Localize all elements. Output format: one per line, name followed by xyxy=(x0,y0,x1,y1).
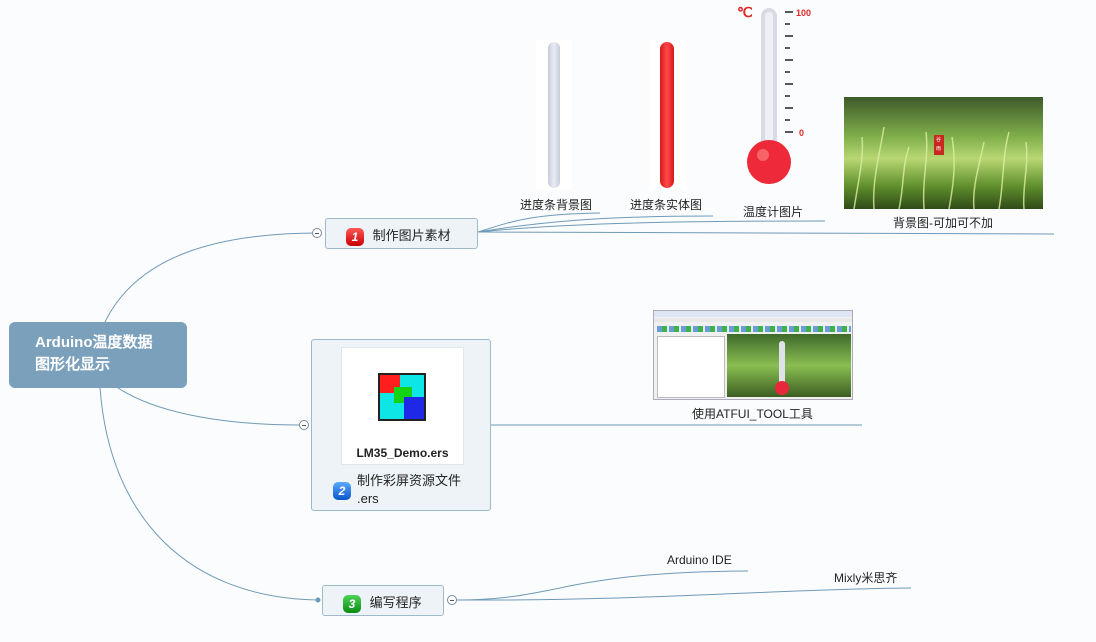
branch2-number-badge: 2 xyxy=(333,482,351,500)
link-b1-progress-bg xyxy=(477,212,601,233)
branch2-label-line2: .ers xyxy=(357,491,379,506)
branch3-node[interactable]: 3 编写程序 xyxy=(322,585,444,616)
ers-file-icon: LM35_Demo.ers xyxy=(341,347,464,465)
collapse-toggle-branch2[interactable] xyxy=(299,420,309,430)
background-image: 谷雨 xyxy=(844,97,1043,209)
mixly-label: Mixly米思齐 xyxy=(834,571,898,585)
thermometer-image: ℃ 100 0 xyxy=(733,2,818,192)
collapse-toggle-branch1[interactable] xyxy=(312,228,322,238)
link-b1-thermo xyxy=(477,220,826,233)
link-b3-ide xyxy=(455,570,749,601)
progress-fill-label: 进度条实体图 xyxy=(630,198,703,212)
progress-bg-label: 进度条背景图 xyxy=(520,198,593,212)
link-b1-progress-fill xyxy=(477,215,714,233)
thermo-max: 100 xyxy=(796,8,811,18)
branch1-label: 制作图片素材 xyxy=(372,228,451,243)
progress-fill-image xyxy=(650,40,686,190)
link-central-branch1 xyxy=(104,232,321,323)
ers-file-name: LM35_Demo.ers xyxy=(356,446,449,460)
central-topic[interactable]: Arduino温度数据 图形化显示 xyxy=(9,322,187,388)
background-label: 背景图-可加可不加 xyxy=(893,216,993,230)
link-b1-background xyxy=(477,231,1055,235)
branch2-node[interactable]: LM35_Demo.ers 2 制作彩屏资源文件 .ers xyxy=(311,339,491,511)
link-central-branch3 xyxy=(99,387,319,601)
collapse-toggle-branch3[interactable] xyxy=(447,595,457,605)
branch3-number-badge: 3 xyxy=(343,594,361,613)
branch3-label: 编写程序 xyxy=(369,595,422,610)
branch2-label-line1: 制作彩屏资源文件 xyxy=(357,473,462,488)
atfui-tool-screenshot xyxy=(653,310,853,400)
thermo-label: 温度计图片 xyxy=(743,205,804,219)
atfui-tool-label: 使用ATFUI_TOOL工具 xyxy=(692,407,813,421)
arduino-ide-label: Arduino IDE xyxy=(667,553,732,567)
background-stamp: 谷雨 xyxy=(936,137,942,152)
thermo-min: 0 xyxy=(799,128,804,138)
central-title-line2: 图形化显示 xyxy=(35,356,111,373)
link-central-branch2 xyxy=(117,387,301,426)
branch1-node[interactable]: 1 制作图片素材 xyxy=(325,218,478,249)
progress-bg-image xyxy=(536,40,572,190)
branch1-number-badge: 1 xyxy=(346,227,364,246)
link-b3-mixly xyxy=(455,587,912,601)
central-title-line1: Arduino温度数据 xyxy=(35,334,153,351)
thermo-unit: ℃ xyxy=(737,4,753,20)
